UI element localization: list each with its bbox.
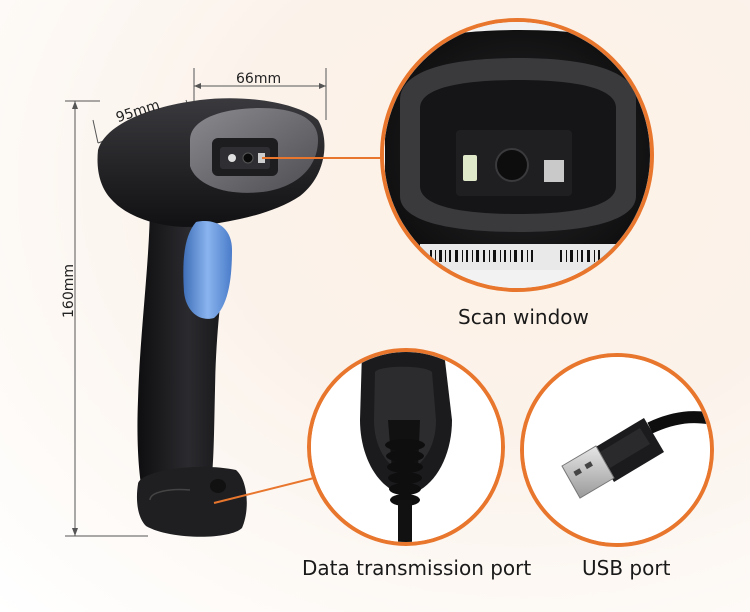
callout-lines [213,157,386,504]
data-port-caption: Data transmission port [302,556,532,580]
scan-window-zoom [380,18,654,292]
usb-port-zoom [520,353,714,547]
data-port-zoom [307,348,505,546]
width-dimension-label: 66mm [236,71,282,87]
usb-port-caption: USB port [582,556,671,580]
scanner-body [97,98,325,537]
height-dimension-label: 160mm [61,264,77,318]
scan-window-caption: Scan window [458,305,589,329]
